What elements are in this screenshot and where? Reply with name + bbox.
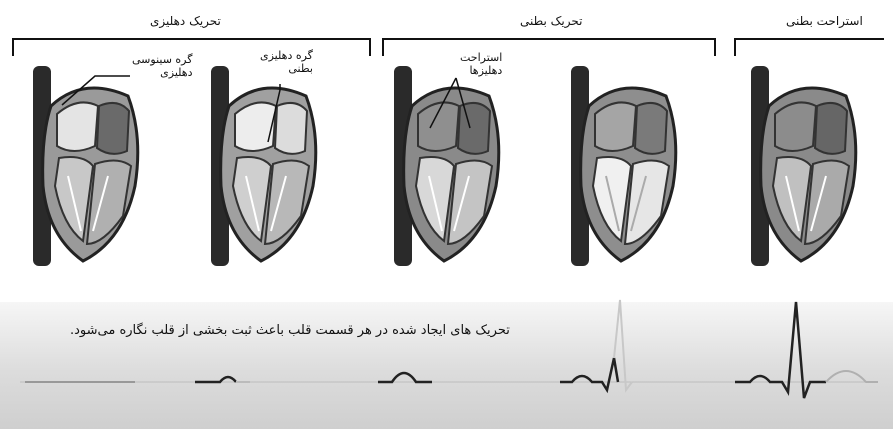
leader-atrial-rest-right: [456, 78, 470, 128]
leader-sa-node: [62, 76, 162, 105]
leader-av-node: [268, 84, 280, 142]
ecg-traces: [0, 290, 893, 429]
callout-sa-node-text: گره سینوسی دهلیزی: [132, 53, 193, 79]
callout-atrial-rest-text: استراحت دهلیزها: [460, 51, 502, 77]
ecg-caption: تحریک های ایجاد شده در هر قسمت قلب باعث …: [70, 323, 510, 338]
callout-atrial-rest: استراحت دهلیزها: [458, 50, 504, 78]
ecg-trace-3: [378, 373, 432, 382]
callout-sa-node: گره سینوسی دهلیزی: [130, 52, 195, 80]
ecg-trace-4: [560, 358, 618, 390]
callout-av-node-text: گره دهلیزی بطنی: [260, 49, 313, 75]
leader-atrial-rest-left: [430, 78, 456, 128]
callout-av-node: گره دهلیزی بطنی: [258, 48, 315, 76]
ecg-trace-2: [195, 377, 236, 382]
ecg-trace-5: [735, 302, 826, 398]
